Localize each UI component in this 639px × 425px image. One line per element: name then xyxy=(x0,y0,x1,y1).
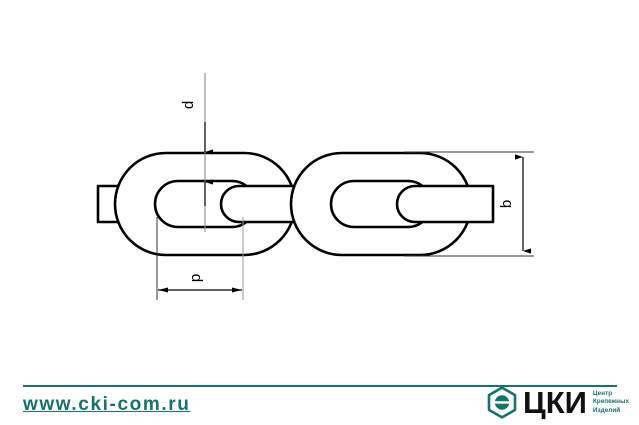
brand-tagline-line-2: Крепежных xyxy=(592,398,629,406)
dimension-p: p xyxy=(156,217,244,300)
dimension-d: d xyxy=(180,73,213,232)
technical-drawing: d p b xyxy=(96,73,534,300)
brand-tagline: Центр Крепежных Изделий xyxy=(593,389,629,415)
dimension-p-label: p xyxy=(187,274,204,282)
hexagon-logo-icon xyxy=(487,385,517,419)
chain-assembly xyxy=(96,151,495,257)
site-url-link[interactable]: www.cki-com.ru xyxy=(23,394,191,415)
dimension-b-label: b xyxy=(498,200,515,208)
brand-tagline-line-1: Центр xyxy=(592,389,613,397)
brand-logo: ЦКИ Центр Крепежных Изделий xyxy=(487,384,629,420)
dimension-b: b xyxy=(404,151,534,257)
horizontal-link-right xyxy=(395,184,495,224)
dimension-d-label: d xyxy=(180,101,197,109)
brand-tagline-line-3: Изделий xyxy=(592,406,621,414)
footer-divider xyxy=(23,385,617,387)
page-footer: www.cki-com.ru ЦКИ Центр Крепежных Издел… xyxy=(0,360,639,425)
brand-name: ЦКИ xyxy=(523,384,587,420)
chain-drawing-svg: d p b xyxy=(96,73,534,300)
